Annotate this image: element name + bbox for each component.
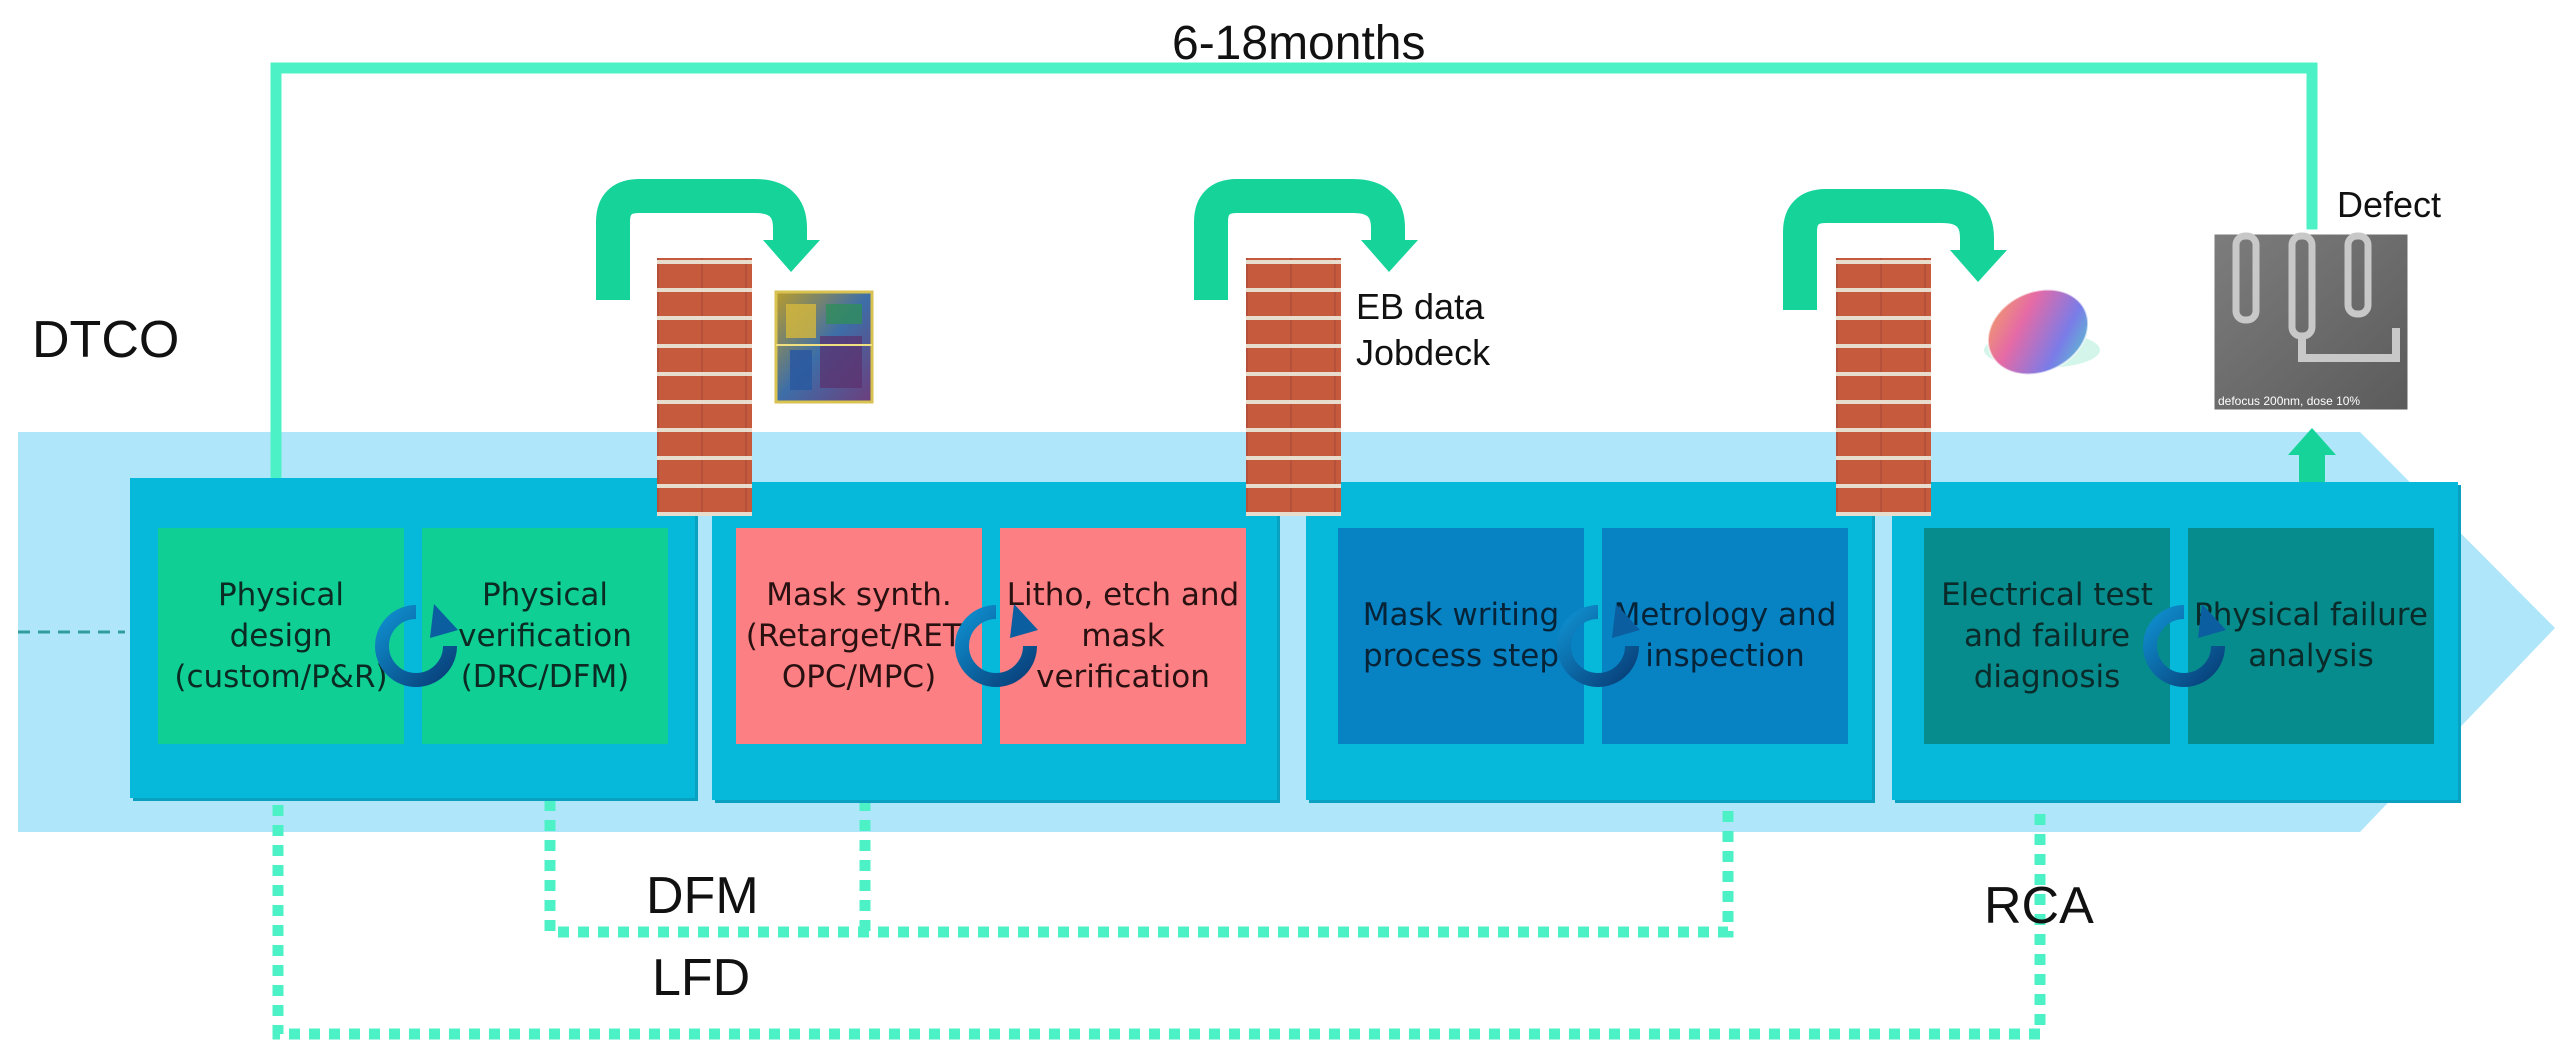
eb-data-label: EB data (1356, 286, 1485, 327)
cycle-icon (955, 604, 1038, 687)
cycle-icon (2143, 604, 2226, 687)
feedback-loop-line (270, 62, 2318, 500)
step-physical-design: Physical design (custom/P&R) (158, 528, 404, 744)
handoff-arrow-1 (596, 179, 820, 300)
dtco-label: DTCO (32, 311, 180, 369)
brick-wall-1 (657, 258, 752, 516)
rca-label: RCA (1984, 877, 2094, 935)
dfm-label: DFM (646, 867, 759, 925)
brick-wall-2 (1246, 258, 1341, 516)
lfd-loop-line (272, 805, 2046, 1040)
wafer-image (1984, 288, 2100, 376)
handoff-arrow-3 (1783, 189, 2007, 310)
step-litho-etch-verification: Litho, etch and mask verification (1000, 528, 1246, 744)
handoff-arrow-2 (1194, 179, 1418, 300)
lfd-label: LFD (652, 949, 751, 1007)
step-electrical-test: Electrical test and failure diagnosis (1924, 528, 2170, 744)
defect-label: Defect (2337, 184, 2442, 225)
step-mask-synthesis: Mask synth. (Retarget/RET/ OPC/MPC) (736, 528, 982, 744)
jobdeck-label: Jobdeck (1356, 332, 1491, 373)
brick-wall-3 (1836, 258, 1931, 516)
step-physical-failure-analysis: Physical failure analysis (2188, 528, 2434, 744)
defect-up-arrow-head (2288, 428, 2336, 455)
step-metrology-inspection: Metrology and inspection (1602, 528, 1848, 744)
defect-sem-image (2209, 229, 2413, 415)
cycle-icon (1557, 604, 1640, 687)
step-mask-writing: Mask writing process step (1338, 528, 1584, 744)
sem-caption: defocus 200nm, dose 10% (2218, 394, 2361, 408)
cycle-icon (375, 604, 458, 687)
step-physical-verification: Physical verification (DRC/DFM) (422, 528, 668, 744)
chip-die-image (774, 290, 874, 404)
defect-up-arrow-shaft (2299, 452, 2325, 482)
dfm-loop-line (544, 800, 1734, 938)
cycle-time-label: 6-18months (1172, 17, 1426, 70)
